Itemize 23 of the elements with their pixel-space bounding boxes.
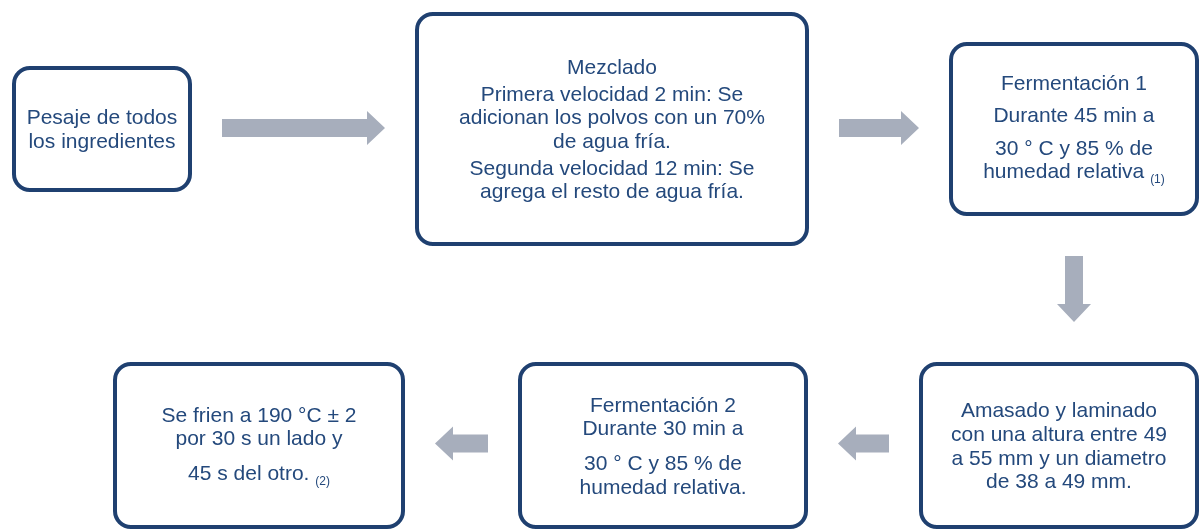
step-text: 30 ° C y 85 % de humedad relativa. — [578, 451, 748, 499]
process-box — [919, 362, 1199, 529]
process-box — [518, 362, 808, 529]
step-text: 45 s del otro. $_{(2)}$ — [188, 460, 330, 489]
arrow — [1057, 256, 1091, 322]
step-text: Se frien a 190 °C ± 2 por 30 s un lado y — [160, 402, 358, 450]
step-heading: Fermentación 1 — [1001, 70, 1147, 95]
process-box — [12, 66, 192, 192]
arrow — [839, 111, 919, 145]
step-text: Pesaje de todos los ingredientes — [25, 105, 179, 153]
process-box — [949, 42, 1199, 216]
arrow — [435, 426, 488, 461]
arrow — [222, 111, 385, 145]
step-heading: Mezclado — [567, 55, 657, 79]
process-box — [113, 362, 405, 529]
step-text: Fermentación 2 Durante 30 min a — [581, 392, 745, 440]
arrow — [838, 426, 889, 461]
step-text: 30 ° C y 85 % de humedad relativa $_{(1)}$ — [982, 135, 1166, 188]
process-box — [415, 12, 809, 246]
step-text: Segunda velocidad 12 min: Se agrega el resto de agua fría. — [468, 155, 756, 203]
step-text: Primera velocidad 2 min: Se adicionan los polvos con un 70% de agua fría. — [458, 81, 766, 153]
step-text: Amasado y laminado con una altura entre 49 a 55 mm y un diametro de 38 a 49 mm. — [950, 398, 1168, 493]
step-text: Durante 45 min a — [993, 103, 1155, 127]
